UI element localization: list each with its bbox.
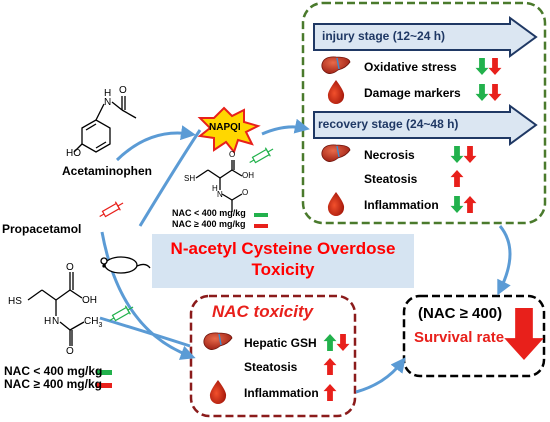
flow-arrow-to-nac-toxicity (100, 231, 196, 360)
liver-icon (321, 144, 351, 162)
atom-label: OH (242, 171, 254, 180)
mouse-icon (100, 256, 151, 274)
up-arrow-red-icon (450, 170, 464, 187)
blood-drop-icon (327, 192, 345, 216)
row-label: Hepatic GSH (244, 336, 317, 350)
atom-label: O (66, 262, 74, 273)
atom-label: H (44, 316, 52, 327)
row-label: Necrosis (364, 148, 415, 162)
atom-label: H (212, 184, 218, 193)
row-label: Inflammation (244, 386, 319, 400)
atom-label: HO (66, 148, 81, 159)
dose-label-low-mid: NAC < 400 mg/kg (172, 208, 246, 218)
row-label: Steatosis (244, 360, 298, 374)
dose-bar-high-left (96, 383, 112, 388)
row-label: Oxidative stress (364, 60, 457, 74)
nac-mid-structure (195, 160, 243, 212)
nac-toxicity-frame (189, 294, 357, 418)
flow-arrow-propacetamol-up (138, 129, 202, 227)
dose-label-high-mid: NAC ≥ 400 mg/kg (172, 219, 246, 229)
flow-arrow-apap-to-napqi (115, 125, 196, 162)
title-box (152, 234, 414, 288)
dose-label-high-left: NAC ≥ 400 mg/kg (4, 377, 102, 391)
injury-stage-label: injury stage (12~24 h) (322, 29, 446, 43)
syringe-icon (109, 305, 134, 322)
down-arrow-red-icon (336, 334, 350, 351)
atom-label: CH3 (84, 316, 103, 329)
down-arrow-red-icon (488, 58, 502, 75)
injury-stage-bar (313, 16, 538, 58)
atom-label: SH (184, 174, 196, 183)
dose-bar-low-left (96, 370, 112, 375)
atom-label: O (119, 85, 127, 96)
recovery-stage-bar (313, 104, 538, 146)
liver-icon (321, 56, 351, 74)
napqi-burst-icon (197, 106, 261, 155)
title-line-2: Toxicity (251, 260, 315, 279)
syringe-icon (99, 201, 124, 218)
survival-rate-label: Survival rate (414, 329, 505, 346)
up-arrow-red-icon (323, 358, 337, 375)
injury-recovery-frame (301, 1, 547, 225)
up-arrow-red-icon (323, 384, 337, 401)
down-arrow-red-icon (463, 146, 477, 163)
liver-icon (203, 332, 233, 350)
survival-frame (402, 294, 546, 378)
nac-left-structure (27, 272, 85, 346)
up-arrow-green-icon (323, 334, 337, 351)
down-arrow-green-icon (475, 58, 489, 75)
propacetamol-label: Propacetamol (2, 222, 82, 236)
down-arrow-red-icon (504, 308, 544, 360)
dose-bar-high-mid (254, 224, 268, 228)
nac-toxicity-title: NAC toxicity (212, 302, 314, 321)
dose-bar-low-mid (254, 213, 268, 217)
atom-label: O (229, 150, 236, 159)
atom-label: HS (8, 296, 22, 307)
title-line-1: N-acetyl Cysteine Overdose (170, 239, 396, 258)
dose-label-low-left: NAC < 400 mg/kg (4, 364, 103, 378)
survival-condition: (NAC ≥ 400) (418, 305, 503, 322)
blood-drop-icon (327, 80, 345, 104)
down-arrow-red-icon (488, 84, 502, 101)
flow-arrow-napqi-to-stages (261, 118, 310, 136)
acetaminophen-structure (73, 96, 137, 153)
flow-arrow-nac-to-toxicity (99, 316, 191, 348)
atom-label: H (104, 88, 112, 99)
napqi-label: NAPQI (209, 122, 241, 133)
acetaminophen-label: Acetaminophen (62, 164, 153, 178)
down-arrow-green-icon (450, 146, 464, 163)
flow-arrow-stages-to-survival (497, 225, 512, 296)
atom-label: O (242, 188, 249, 197)
blood-drop-icon (209, 380, 227, 404)
row-label: Inflammation (364, 198, 439, 212)
syringe-icon (249, 147, 274, 164)
atom-label: N (217, 190, 223, 199)
up-arrow-red-icon (463, 196, 477, 213)
atom-label: O (66, 346, 74, 357)
down-arrow-green-icon (475, 84, 489, 101)
atom-label: OH (82, 295, 97, 306)
recovery-stage-label: recovery stage (24~48 h) (318, 117, 459, 131)
down-arrow-green-icon (450, 196, 464, 213)
atom-label: N (52, 316, 60, 327)
row-label: Steatosis (364, 172, 418, 186)
atom-label: N (104, 97, 112, 108)
flow-arrow-toxicity-to-survival (355, 357, 406, 394)
row-label: Damage markers (364, 86, 461, 100)
